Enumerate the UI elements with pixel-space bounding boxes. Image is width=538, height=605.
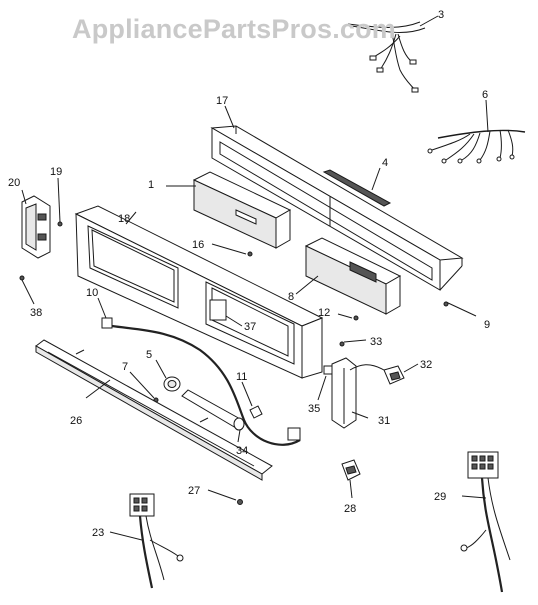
part-28-switch [341,459,361,499]
callout-27: 27 [188,485,200,497]
wire-connector [287,427,301,441]
part-3-wire-harness [347,15,439,93]
callout-11: 11 [236,371,247,383]
callout-6: 6 [482,89,488,101]
callout-12: 12 [318,307,330,319]
part-23-wire-harness [109,493,184,589]
callout-37: 37 [244,321,256,333]
callout-19: 19 [50,166,62,178]
part-16-screw [211,243,253,257]
callout-33: 33 [370,336,382,348]
part-20-bracket [21,189,51,259]
part-37-window [209,299,243,327]
callout-34: 34 [236,445,248,457]
part-11-clip [241,381,263,419]
callout-28: 28 [344,503,356,515]
callout-23: 23 [92,527,104,539]
part-27-screw [207,489,243,505]
callout-29: 29 [434,491,446,503]
part-38-screw [19,275,35,305]
watermark: AppliancePartsPros.com [72,14,397,44]
part-12-screw [337,313,359,321]
callout-9: 9 [484,319,490,331]
part-1-control-board [166,171,292,300]
part-10-wiring [97,297,301,446]
part-6-wire-harness [427,99,526,164]
callout-16: 16 [192,239,204,251]
callout-35: 35 [308,403,320,415]
part-17-rear-panel [210,105,464,291]
part-5-knob [155,359,181,392]
part-33-screw [339,339,367,347]
part-29-wire-harness [460,451,511,593]
callout-10: 10 [86,287,98,299]
callout-20: 20 [8,177,20,189]
callout-31: 31 [378,415,390,427]
callout-32: 32 [420,359,432,371]
callout-5: 5 [146,349,152,361]
part-34-tube [181,389,245,443]
callout-7: 7 [122,361,128,373]
part-4-trim-strip [322,167,392,207]
part-9-screw [443,301,477,317]
part-32-switch [383,363,419,385]
part-31-bracket [331,357,385,429]
part-19-screw [57,177,63,227]
callout-38: 38 [30,307,42,319]
callout-26: 26 [70,415,82,427]
part-8-control-board [295,237,402,315]
part-26-trim-strip [35,339,273,481]
callout-4: 4 [382,157,388,169]
callout-8: 8 [288,291,294,303]
callout-18: 18 [118,213,130,225]
part-18-front-panel [74,205,324,379]
callout-1: 1 [148,179,154,191]
callout-17: 17 [216,95,228,107]
callout-3: 3 [438,9,444,21]
